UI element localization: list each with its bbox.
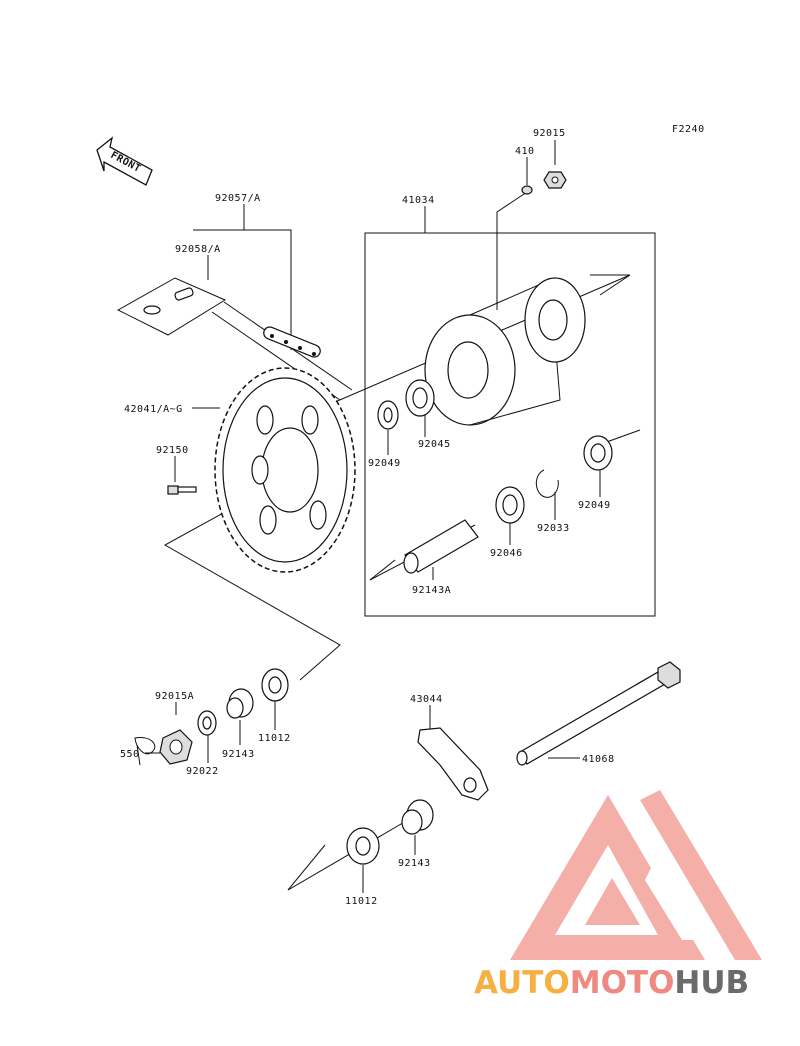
master-link [116,277,227,336]
label-410: 410 [515,146,535,157]
watermark-logo [510,790,762,960]
label-92015A: 92015A [155,691,194,702]
watermark-auto: AUTO [474,965,570,1001]
label-92143-lower: 92143 [398,858,431,869]
circlip-92033 [535,469,559,498]
wheel-hub [424,277,586,426]
label-43044: 43044 [410,694,443,705]
label-92049-left: 92049 [368,458,401,469]
label-11012-lower: 11012 [345,896,378,907]
label-92046: 92046 [490,548,523,559]
label-92015: 92015 [533,128,566,139]
label-92049-right: 92049 [578,500,611,511]
axle-41068 [516,661,681,766]
watermark-hub: HUB [674,965,749,1001]
label-92143A: 92143A [412,585,451,596]
rear-sprocket [214,367,356,573]
watermark-moto: MOTO [570,965,675,1001]
adjuster-43044 [417,727,489,801]
label-42041: 42041/A~G [124,404,183,415]
label-41034: 41034 [402,195,435,206]
collar-92143-left [226,688,254,719]
cotter-pin-550 [134,736,156,766]
watermark-text: AUTOMOTOHUB [474,965,749,1001]
label-92058: 92058/A [175,244,221,255]
label-550: 550 [120,749,140,760]
collar-92143-lower [401,799,434,835]
collar-92143A [403,519,479,574]
washer-410 [521,185,533,195]
castle-nut-92015A [159,729,193,765]
label-11012-upper: 11012 [258,733,291,744]
label-92045: 92045 [418,439,451,450]
part-labels: 92015 410 41034 92057/A 92058/A 42041/A~… [120,128,615,907]
label-41068: 41068 [582,754,615,765]
front-arrow-icon: FRONT [96,136,153,186]
drive-chain [263,326,321,358]
label-92143-left: 92143 [222,749,255,760]
nut-92015 [543,171,567,189]
label-92022: 92022 [186,766,219,777]
label-92033: 92033 [537,523,570,534]
hub-assembly-box [364,232,656,617]
diagram-code: F2240 [672,124,705,135]
bolt-92150 [167,485,197,495]
label-92057: 92057/A [215,193,261,204]
label-92150: 92150 [156,445,189,456]
